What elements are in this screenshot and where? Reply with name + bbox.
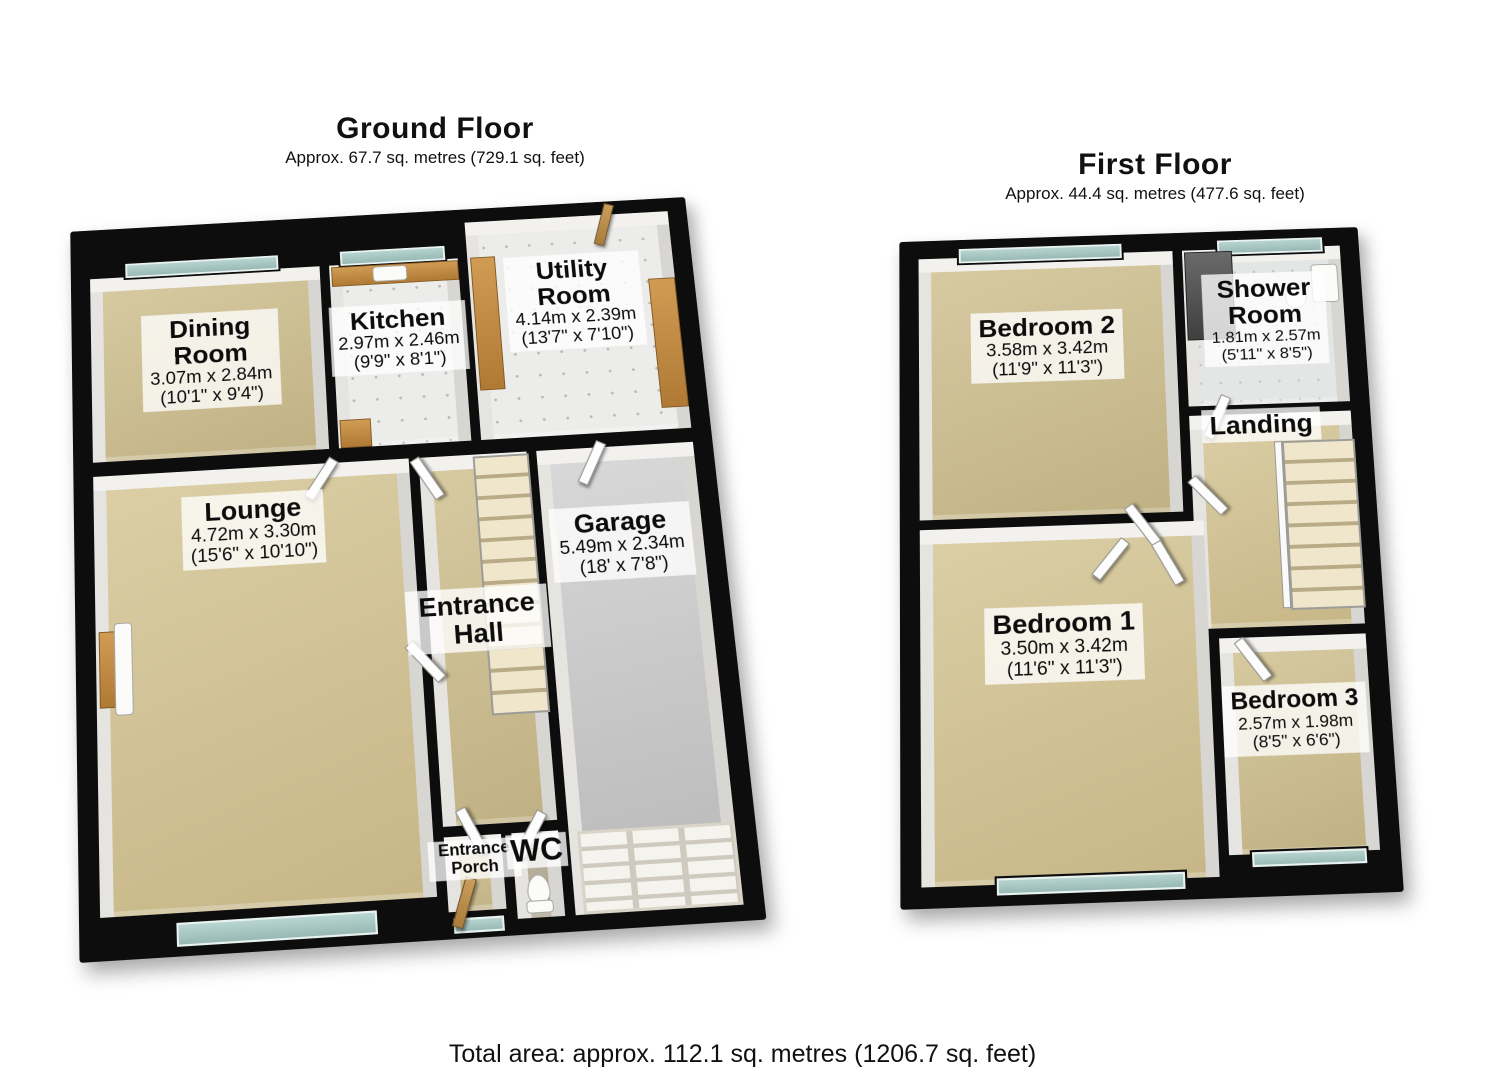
- room-label: Kitchen 2.97m x 2.46m (9'9" x 8'1"): [328, 299, 470, 378]
- tv-screen: [113, 622, 134, 716]
- room-label: Bedroom 3 2.57m x 1.98m (8'5" x 6'6"): [1221, 681, 1371, 757]
- room-label: Entrance Hall: [404, 583, 552, 656]
- first-floor-subtitle: Approx. 44.4 sq. metres (477.6 sq. feet): [1005, 184, 1305, 203]
- room-label: WC: [505, 831, 569, 870]
- ground-floor-title: Ground Floor Approx. 67.7 sq. metres (72…: [235, 112, 635, 168]
- room-name: WC: [509, 831, 565, 870]
- kitchen-sink: [372, 264, 408, 282]
- room-name: Entrance Porch: [437, 838, 511, 879]
- room-label: Bedroom 2 3.58m x 3.42m (11'9" x 11'3"): [970, 308, 1125, 384]
- room-label: Bedroom 1 3.50m x 3.42m (11'6" x 11'3"): [984, 603, 1146, 686]
- garage-door: [576, 821, 744, 915]
- room-label: Landing: [1201, 406, 1322, 444]
- room-dimensions-imperial: (5'11" x 8'5"): [1221, 343, 1314, 364]
- room-name: Utility Room: [534, 253, 612, 311]
- first-floor-title-text: First Floor: [1078, 148, 1232, 181]
- room-name: Dining Room: [168, 311, 251, 370]
- room-dimensions-imperial: (11'6" x 11'3"): [1006, 655, 1124, 681]
- kitchen-cabinet: [339, 418, 373, 449]
- room-dimensions-imperial: (11'9" x 11'3"): [991, 356, 1104, 380]
- room-label: Lounge 4.72m x 3.30m (15'6" x 10'10"): [181, 489, 327, 571]
- room-name: Shower Room: [1215, 273, 1312, 330]
- room-name: Entrance Hall: [417, 586, 536, 650]
- room-label: Garage 5.49m x 2.34m (18' x 7'8"): [548, 501, 697, 584]
- window-glass: [1249, 845, 1370, 870]
- total-area-text: Total area: approx. 112.1 sq. metres (12…: [448, 1040, 1037, 1068]
- ground-floor-title-text: Ground Floor: [336, 112, 534, 145]
- toilet-cistern: [525, 899, 555, 914]
- room-label: Dining Room 3.07m x 2.84m (10'1" x 9'4"): [140, 308, 282, 413]
- room-label: Shower Room 1.81m x 2.57m (5'11" x 8'5"): [1201, 270, 1331, 368]
- room-name: Landing: [1209, 408, 1314, 441]
- first-floor-plan: Bedroom 2 3.58m x 3.42m (11'9" x 11'3") …: [899, 227, 1404, 910]
- stairs: [1281, 438, 1366, 610]
- ground-floor-subtitle: Approx. 67.7 sq. metres (729.1 sq. feet): [285, 148, 585, 167]
- bay-window-glass: [174, 908, 381, 950]
- room-bedroom-2: [918, 251, 1184, 521]
- ground-floor-plan: Dining Room 3.07m x 2.84m (10'1" x 9'4")…: [70, 197, 767, 963]
- room-label: Utility Room 4.14m x 2.39m (13'7" x 7'10…: [502, 250, 648, 353]
- first-floor-title: First Floor Approx. 44.4 sq. metres (477…: [955, 148, 1355, 204]
